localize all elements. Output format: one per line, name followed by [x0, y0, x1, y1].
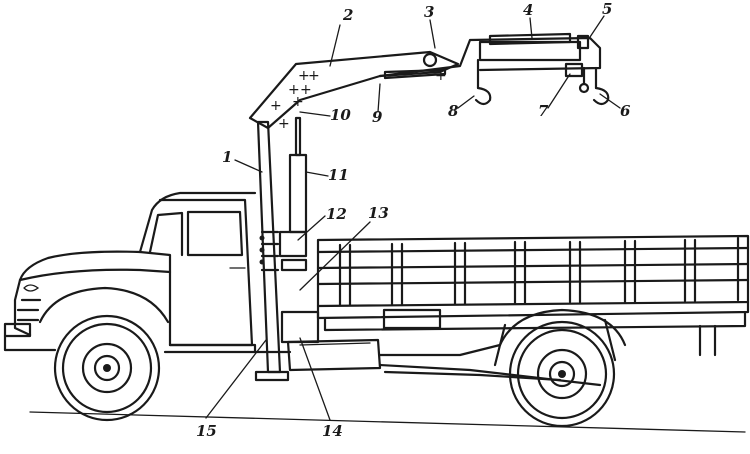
- label-2: 2: [343, 6, 354, 24]
- svg-text:+: +: [300, 82, 312, 98]
- hook-tip: [578, 66, 610, 106]
- rear-wheel: [498, 308, 627, 428]
- label-10: 10: [330, 106, 351, 124]
- label-1: 1: [222, 148, 233, 166]
- label-3: 3: [424, 3, 435, 21]
- telescoping-cylinder: [488, 32, 572, 46]
- svg-text:+: +: [288, 82, 300, 98]
- headlight: [23, 284, 40, 292]
- grille: [16, 298, 42, 322]
- label-12: 12: [326, 205, 347, 223]
- cargo-bed: [316, 234, 750, 367]
- pump-box: [280, 310, 320, 344]
- svg-text:+: +: [435, 68, 447, 84]
- label-4: 4: [523, 1, 534, 19]
- label-9: 9: [372, 108, 383, 126]
- svg-text:+: +: [278, 116, 290, 132]
- svg-text:+: +: [270, 98, 282, 114]
- label-5: 5: [602, 0, 613, 18]
- boom: + + + + + + + +: [248, 32, 602, 132]
- crane-column: [254, 120, 308, 382]
- truck-cab: [3, 191, 257, 354]
- label-15: 15: [196, 422, 217, 440]
- label-13: 13: [368, 204, 389, 222]
- fuel-tank: [280, 310, 382, 372]
- outrigger-foot: [254, 370, 290, 382]
- label-14: 14: [322, 422, 343, 440]
- ground-line: [29, 411, 746, 433]
- label-7: 7: [538, 102, 549, 120]
- svg-text:+: +: [308, 68, 320, 84]
- svg-text:+: +: [298, 68, 310, 84]
- label-6: 6: [620, 102, 631, 120]
- svg-text:+: +: [292, 94, 304, 110]
- label-8: 8: [448, 102, 459, 120]
- toolbox: [382, 308, 442, 330]
- windshield: [148, 211, 184, 257]
- hydraulic-cylinder: [288, 116, 308, 234]
- label-11: 11: [328, 166, 349, 184]
- front-bumper: [3, 322, 32, 338]
- cab-window: [186, 210, 244, 257]
- front-fender: [38, 286, 170, 324]
- hook-main: [474, 58, 492, 106]
- leader-lines: [205, 15, 621, 421]
- chassis: [253, 343, 602, 387]
- front-wheel: [53, 314, 161, 422]
